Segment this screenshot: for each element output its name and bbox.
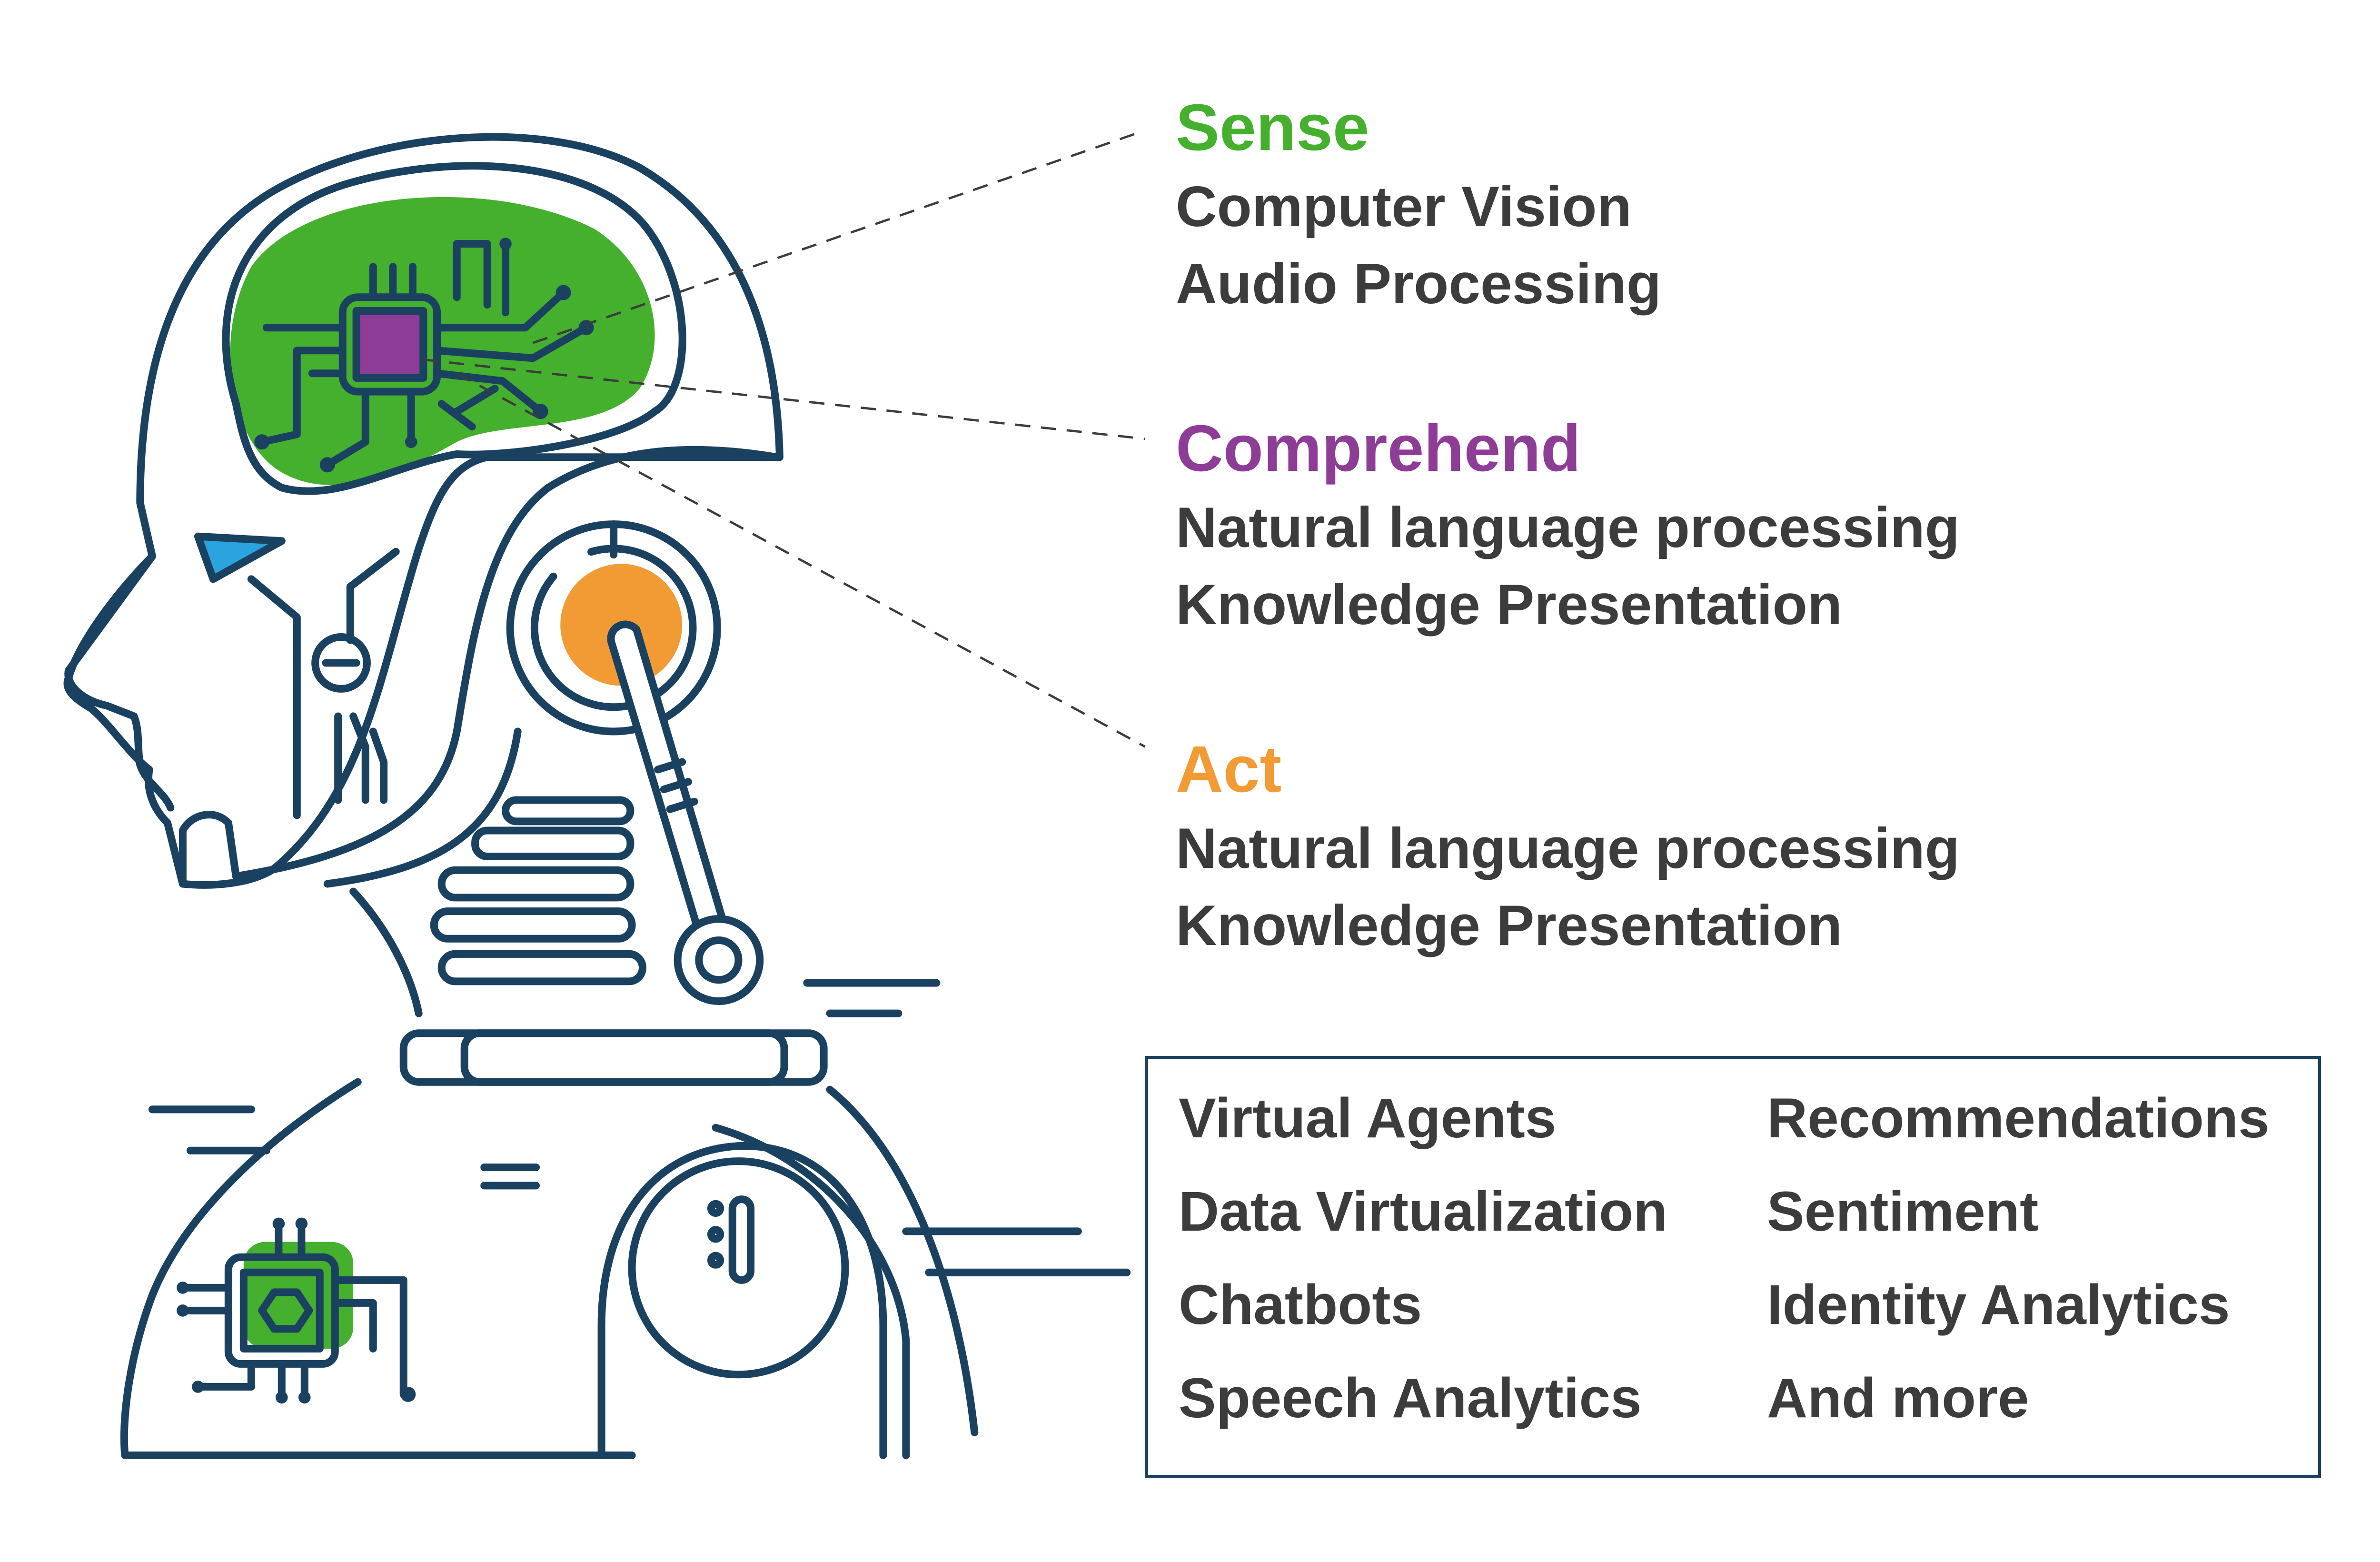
application-item: Identity Analytics <box>1767 1273 2230 1336</box>
sense-title: Sense <box>1176 91 1369 164</box>
application-item: Chatbots <box>1179 1273 1422 1336</box>
sense-item: Computer Vision <box>1176 175 1632 239</box>
body-outline <box>120 1078 636 1459</box>
eye-icon <box>194 532 286 583</box>
comprehend-title: Comprehend <box>1176 412 1581 485</box>
sense-block: Sense Computer Vision Audio Processing <box>1176 87 1661 322</box>
act-item: Natural language processing <box>1176 816 1960 880</box>
face-line <box>64 552 175 812</box>
applications-box: Virtual Agents Data Virtualization Chatb… <box>1145 1056 2321 1478</box>
act-title: Act <box>1176 733 1282 806</box>
act-block: Act Natural language processing Knowledg… <box>1176 729 1960 964</box>
cheek-circuit <box>247 575 301 819</box>
head-outline <box>63 133 783 889</box>
application-item: Speech Analytics <box>1179 1367 1642 1430</box>
head-back-curve <box>232 446 781 880</box>
application-item: And more <box>1767 1367 2029 1430</box>
brain-blob <box>230 197 655 485</box>
sense-item: Audio Processing <box>1176 252 1662 316</box>
comprehend-block: Comprehend Natural language processing K… <box>1176 408 1960 643</box>
shoulder-joint-icon <box>597 1142 887 1459</box>
application-item: Recommendations <box>1767 1087 2270 1150</box>
inner-skull-line <box>222 162 686 495</box>
application-item: Data Virtualization <box>1179 1180 1668 1243</box>
jaw-line <box>178 811 240 888</box>
comprehend-item: Knowledge Presentation <box>1176 573 1843 637</box>
comprehend-connector <box>423 358 1145 440</box>
application-item: Sentiment <box>1767 1180 2039 1243</box>
sense-connector <box>532 133 1135 344</box>
comprehend-item: Natural language processing <box>1176 496 1960 559</box>
act-connector <box>456 372 1146 748</box>
act-item: Knowledge Presentation <box>1176 894 1843 957</box>
application-item: Virtual Agents <box>1179 1087 1557 1150</box>
neck-plate <box>502 796 635 826</box>
